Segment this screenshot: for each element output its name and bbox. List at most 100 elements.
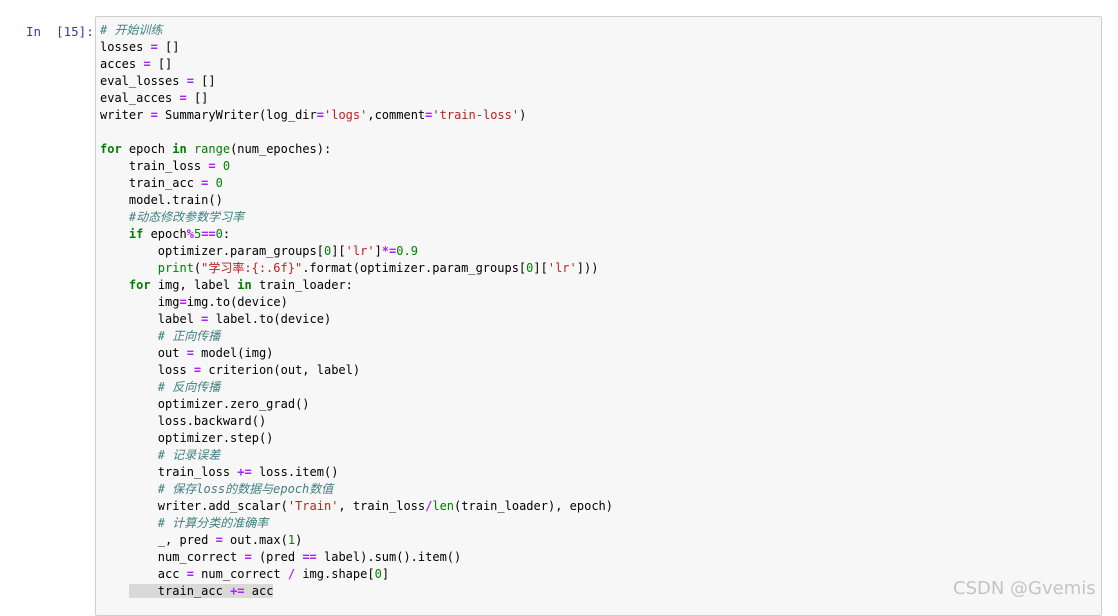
- code-token: =: [179, 295, 187, 309]
- code-token: [100, 516, 158, 530]
- code-line[interactable]: out = model(img): [100, 345, 613, 362]
- code-token: 'Train': [287, 499, 339, 513]
- code-line[interactable]: # 保存loss的数据与epoch数值: [100, 481, 613, 498]
- code-comment: # 计算分类的准确率: [157, 516, 269, 530]
- code-line[interactable]: loss.backward(): [100, 413, 613, 430]
- code-token: 5: [193, 227, 202, 241]
- cell-prompt: In [15]:: [26, 24, 94, 39]
- code-line[interactable]: losses = []: [100, 39, 613, 56]
- code-token: epoch: [143, 227, 187, 241]
- code-token: SummaryWriter(log_dir: [157, 108, 317, 122]
- code-cell[interactable]: [95, 16, 1102, 616]
- code-line[interactable]: for epoch in range(num_epoches):: [100, 141, 613, 158]
- code-token: train_loss: [100, 159, 209, 173]
- code-line[interactable]: writer = SummaryWriter(log_dir='logs',co…: [100, 107, 613, 124]
- code-line[interactable]: label = label.to(device): [100, 311, 613, 328]
- code-token: +=: [230, 584, 245, 598]
- code-token: =: [244, 550, 252, 564]
- code-line[interactable]: optimizer.zero_grad(): [100, 396, 613, 413]
- code-token: =: [150, 108, 158, 122]
- code-token: 'logs': [324, 108, 368, 122]
- code-token: print: [157, 261, 194, 275]
- code-token: =: [143, 57, 151, 71]
- code-line[interactable]: # 计算分类的准确率: [100, 515, 613, 532]
- code-token: *=: [381, 244, 397, 258]
- code-token: len: [432, 499, 455, 513]
- code-token: =: [201, 312, 209, 326]
- code-line[interactable]: #动态修改参数学习率: [100, 209, 613, 226]
- code-line[interactable]: acc = num_correct / img.shape[0]: [100, 566, 613, 583]
- code-line[interactable]: img=img.to(device): [100, 294, 613, 311]
- code-token: label: [100, 312, 202, 326]
- code-token: =: [201, 176, 209, 190]
- code-token: label.to(device): [208, 312, 332, 326]
- code-token: [100, 278, 129, 292]
- code-token: img, label: [150, 278, 238, 292]
- code-line[interactable]: _, pred = out.max(1): [100, 532, 613, 549]
- code-token: 'lr': [345, 244, 375, 258]
- code-token: if: [128, 227, 144, 241]
- code-line[interactable]: loss = criterion(out, label): [100, 362, 613, 379]
- code-token: train_loader:: [251, 278, 353, 292]
- code-token: /: [425, 499, 433, 513]
- code-line[interactable]: train_acc += acc: [100, 583, 613, 600]
- code-comment: # 保存loss的数据与epoch数值: [157, 482, 334, 496]
- code-token: [216, 159, 223, 173]
- code-comment: # 反向传播: [157, 380, 221, 394]
- code-line[interactable]: if epoch%5==0:: [100, 226, 613, 243]
- code-comment: # 开始训练: [100, 23, 163, 37]
- code-line[interactable]: train_acc = 0: [100, 175, 613, 192]
- code-token: (num_epoches):: [230, 142, 332, 156]
- code-line[interactable]: train_loss = 0: [100, 158, 613, 175]
- code-token: =: [193, 363, 202, 377]
- code-token: [100, 448, 158, 462]
- code-token: =: [208, 159, 216, 173]
- code-token: loss.backward(): [100, 414, 267, 428]
- code-line[interactable]: optimizer.param_groups[0]['lr']*=0.9: [100, 243, 613, 260]
- code-token: 0: [374, 567, 382, 581]
- watermark: CSDN @Gvemis: [953, 578, 1096, 599]
- code-token: [100, 584, 129, 598]
- code-line[interactable]: num_correct = (pred == label).sum().item…: [100, 549, 613, 566]
- code-token: =: [425, 108, 433, 122]
- code-line[interactable]: # 正向传播: [100, 328, 613, 345]
- code-token: _, pred: [100, 533, 216, 547]
- code-token: "学习率:{:.6f}": [201, 261, 303, 275]
- code-token: .format(optimizer.param_groups[: [302, 261, 527, 275]
- code-token: 0: [215, 176, 223, 190]
- code-token: eval_acces: [100, 91, 180, 105]
- code-token: acces: [100, 57, 144, 71]
- code-line[interactable]: train_loss += loss.item(): [100, 464, 613, 481]
- code-token: num_correct: [193, 567, 288, 581]
- code-line[interactable]: [100, 124, 613, 141]
- code-token: train_acc: [128, 584, 231, 598]
- code-token: model(img): [193, 346, 274, 360]
- code-line[interactable]: model.train(): [100, 192, 613, 209]
- code-line[interactable]: print("学习率:{:.6f}".format(optimizer.para…: [100, 260, 613, 277]
- code-line[interactable]: eval_acces = []: [100, 90, 613, 107]
- code-token: ==: [201, 227, 216, 241]
- code-token: losses: [100, 40, 151, 54]
- code-token: =: [186, 567, 194, 581]
- code-line[interactable]: eval_losses = []: [100, 73, 613, 90]
- code-token: 0.9: [396, 244, 418, 258]
- code-token: :: [222, 227, 231, 241]
- code-line[interactable]: # 开始训练: [100, 22, 613, 39]
- code-token: [208, 176, 215, 190]
- code-line[interactable]: for img, label in train_loader:: [100, 277, 613, 294]
- code-token: ==: [302, 550, 317, 564]
- code-line[interactable]: writer.add_scalar('Train', train_loss/le…: [100, 498, 613, 515]
- code-line[interactable]: # 反向传播: [100, 379, 613, 396]
- code-token: in: [172, 142, 187, 156]
- code-token: for: [100, 142, 122, 156]
- code-line[interactable]: optimizer.step(): [100, 430, 613, 447]
- code-token: out: [100, 346, 187, 360]
- code-token: ,comment: [367, 108, 426, 122]
- code-token: [100, 482, 158, 496]
- code-token: []: [186, 91, 209, 105]
- code-token: 1: [287, 533, 296, 547]
- code-line[interactable]: acces = []: [100, 56, 613, 73]
- code-line[interactable]: # 记录误差: [100, 447, 613, 464]
- code-comment: #动态修改参数学习率: [128, 210, 245, 224]
